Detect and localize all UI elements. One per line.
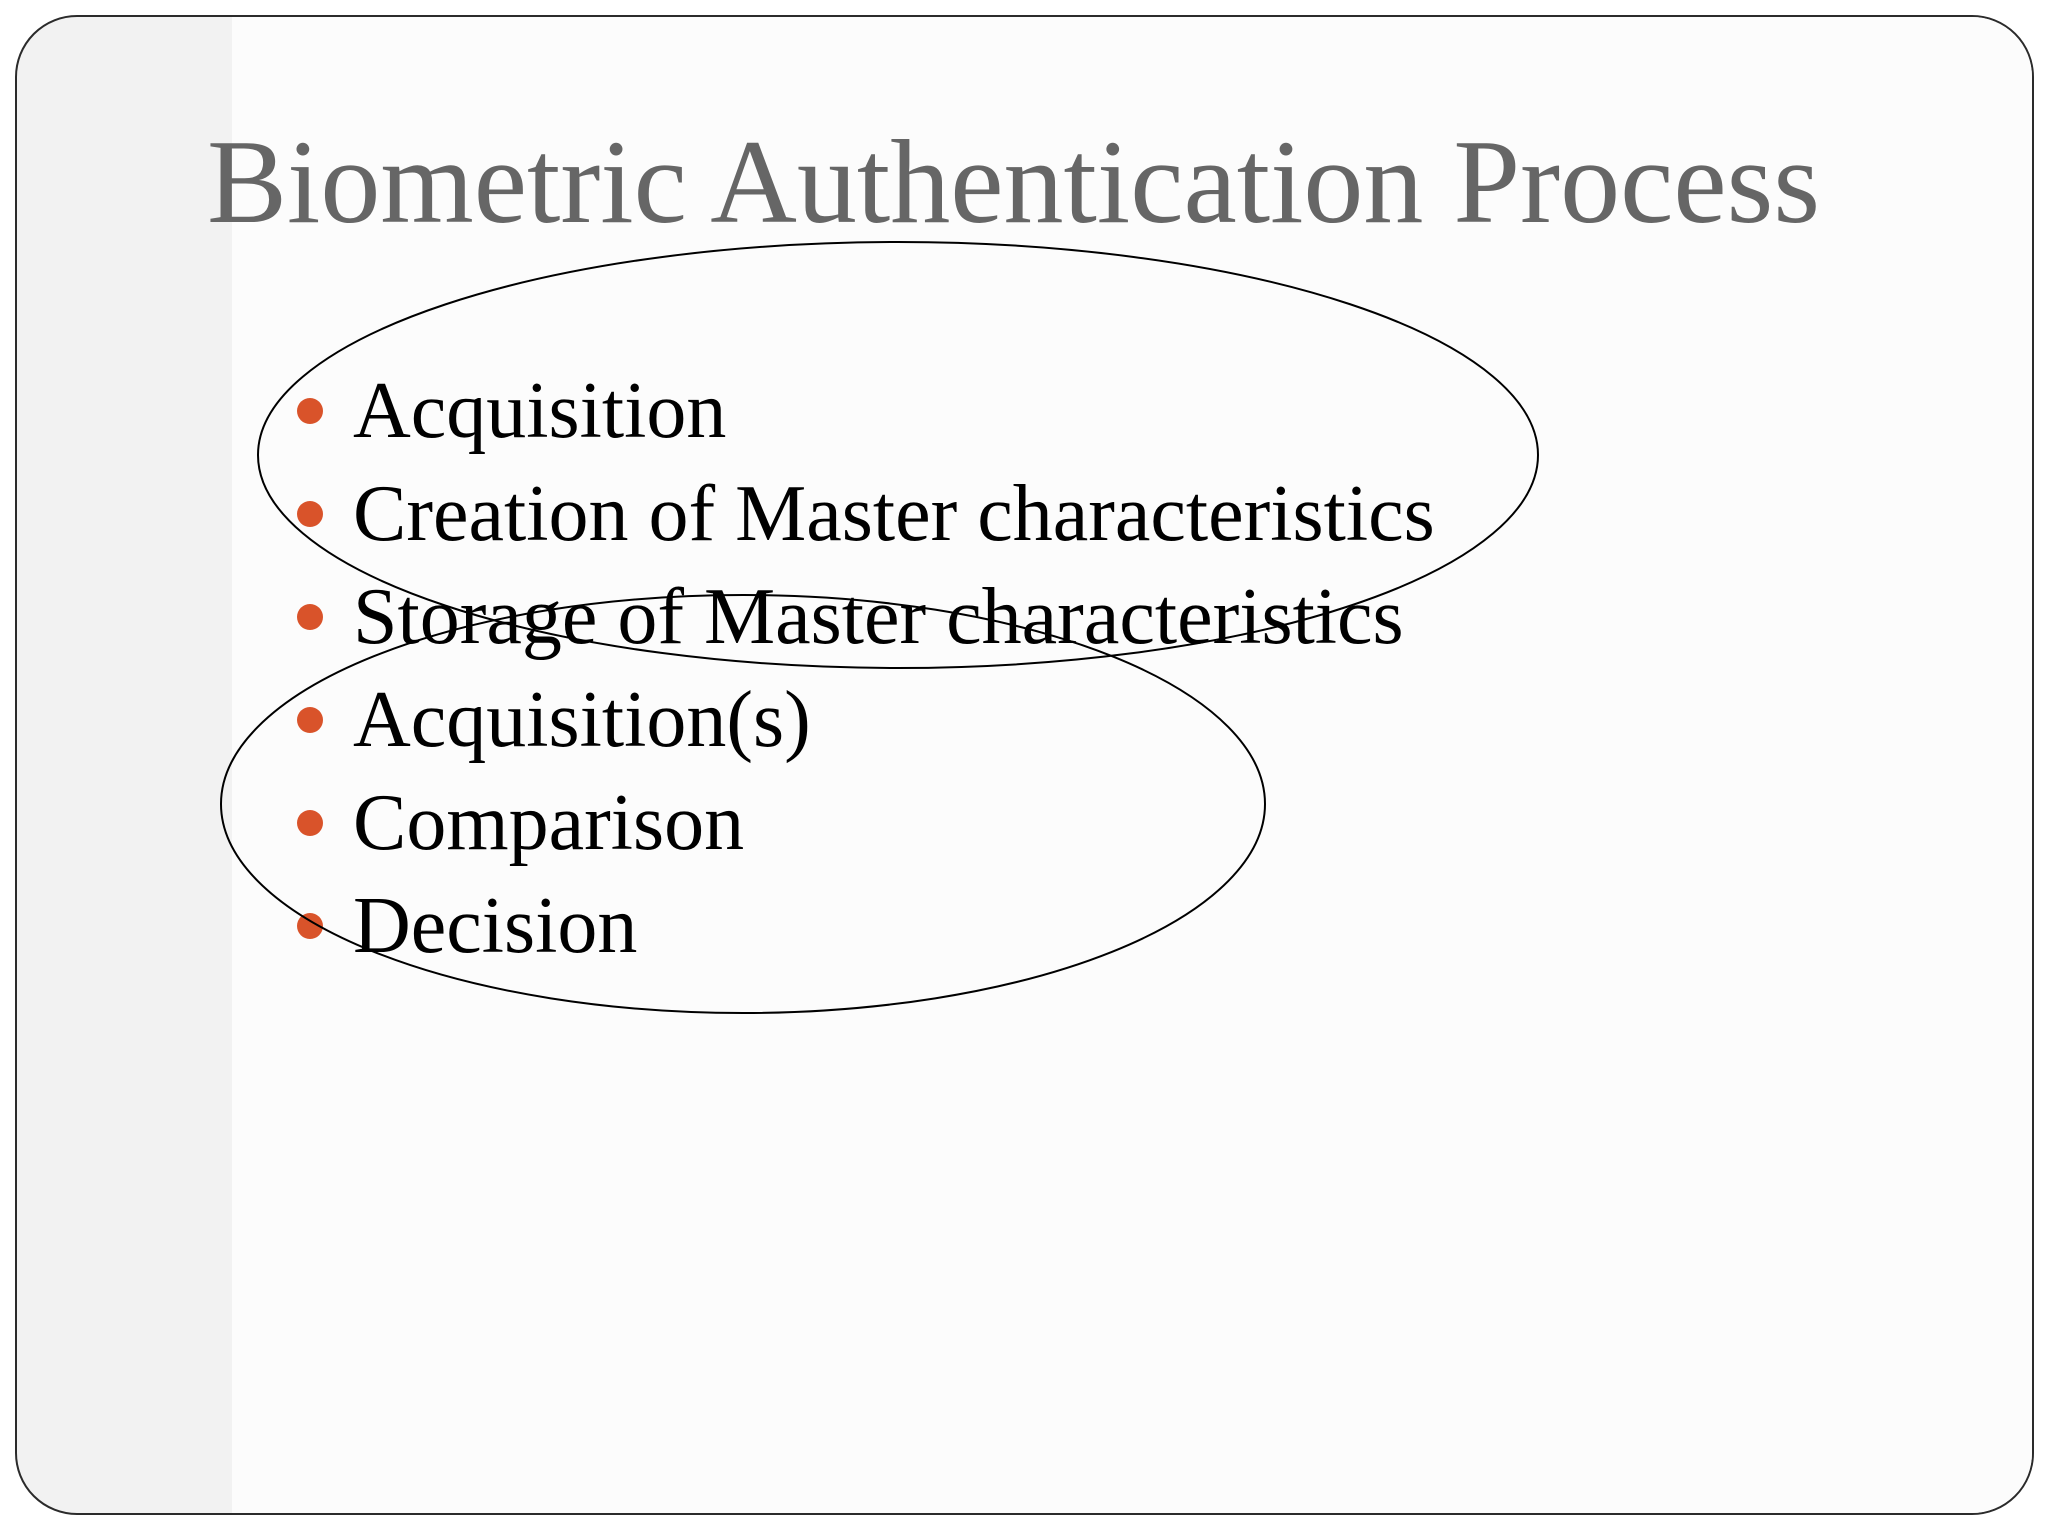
bullet-item-decision: Decision	[297, 874, 637, 977]
bullet-dot-icon	[297, 397, 323, 424]
slide-frame: Biometric Authentication Process Acquisi…	[15, 15, 2034, 1515]
bullet-dot-icon	[297, 603, 323, 630]
bullet-item-comparison: Comparison	[297, 771, 744, 874]
bullet-dot-icon	[297, 706, 323, 733]
bullet-text: Comparison	[353, 778, 745, 867]
bullet-item-acquisition: Acquisition	[297, 359, 726, 462]
bullet-item-creation: Creation of Master characteristics	[297, 462, 1435, 565]
bullet-item-acquisitions: Acquisition(s)	[297, 668, 811, 771]
bullet-dot-icon	[297, 500, 323, 527]
bullet-text: Acquisition	[353, 366, 727, 455]
bullet-item-storage: Storage of Master characteristics	[297, 565, 1404, 668]
bullet-text: Storage of Master characteristics	[353, 572, 1404, 661]
bullet-text: Acquisition(s)	[353, 675, 811, 764]
slide-title: Biometric Authentication Process	[207, 115, 1821, 248]
bullet-text: Decision	[353, 881, 638, 970]
bullet-dot-icon	[297, 912, 323, 939]
bullet-text: Creation of Master characteristics	[353, 469, 1435, 558]
bullet-dot-icon	[297, 809, 323, 836]
